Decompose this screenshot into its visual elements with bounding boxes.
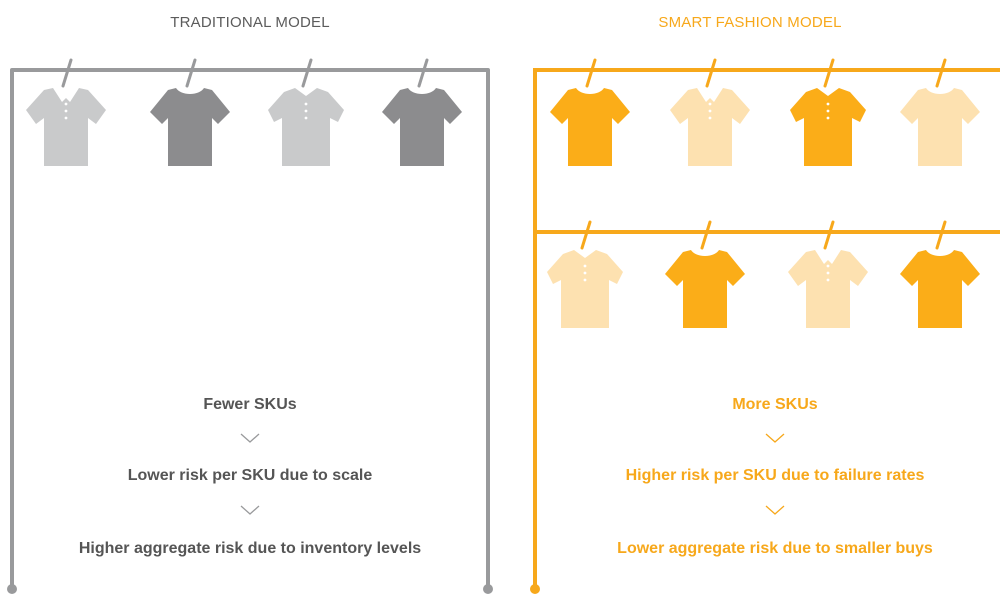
smart-step-2: Higher risk per SKU due to failure rates	[625, 467, 925, 484]
button-dot	[826, 264, 830, 268]
hanger	[301, 58, 313, 88]
button-dot	[64, 116, 68, 120]
traditional-rack	[7, 68, 493, 594]
tshirt-icon	[665, 250, 745, 328]
button-dot	[826, 116, 830, 120]
smart-garment-row1-shirt-3	[790, 58, 866, 166]
smart-fashion-rack	[530, 68, 1000, 594]
tshirt-icon	[900, 88, 980, 166]
button-dot	[708, 116, 712, 120]
smart-garment-row2-shirt-1	[547, 220, 623, 328]
hanger	[705, 58, 717, 88]
smart-step-3: Lower aggregate risk due to smaller buys	[617, 540, 933, 557]
smart-garment-row2-polo-3	[788, 220, 868, 328]
tshirt-icon	[382, 88, 462, 166]
polo-icon	[26, 88, 106, 166]
smart-fashion-model-title: SMART FASHION MODEL	[658, 14, 842, 31]
hanger	[417, 58, 429, 88]
tshirt-icon	[900, 250, 980, 328]
button-dot	[304, 116, 308, 120]
shirt-icon	[547, 250, 623, 328]
traditional-step-3: Higher aggregate risk due to inventory l…	[78, 540, 422, 557]
button-dot	[583, 271, 587, 275]
smart-garment-row2-tshirt-4	[900, 220, 980, 328]
button-dot	[583, 264, 587, 268]
chevron-down-icon	[765, 505, 785, 515]
button-dot	[304, 102, 308, 106]
traditional-garment-polo-1	[26, 58, 106, 166]
hanger	[585, 58, 597, 88]
tshirt-icon	[550, 88, 630, 166]
traditional-garment-shirt-3	[268, 58, 344, 166]
polo-icon	[670, 88, 750, 166]
traditional-garment-tshirt-2	[150, 58, 230, 166]
traditional-step-1: Fewer SKUs	[203, 396, 297, 413]
hanger	[823, 58, 835, 88]
chevron-down-icon	[765, 433, 785, 443]
smart-garment-row1-tshirt-1	[550, 58, 630, 166]
polo-icon	[788, 250, 868, 328]
button-dot	[826, 102, 830, 106]
hanger	[935, 220, 947, 250]
shirt-icon	[268, 88, 344, 166]
button-dot	[304, 109, 308, 113]
button-dot	[583, 278, 587, 282]
button-dot	[826, 109, 830, 113]
button-dot	[64, 102, 68, 106]
smart-garment-row1-tshirt-4	[900, 58, 980, 166]
shirt-icon	[790, 88, 866, 166]
button-dot	[708, 109, 712, 113]
hanger	[580, 220, 592, 250]
hanger	[185, 58, 197, 88]
chevron-down-icon	[240, 505, 260, 515]
tshirt-icon	[150, 88, 230, 166]
chevron-down-icon	[240, 433, 260, 443]
button-dot	[708, 102, 712, 106]
button-dot	[64, 109, 68, 113]
button-dot	[826, 278, 830, 282]
traditional-garment-tshirt-4	[382, 58, 462, 166]
traditional-step-2: Lower risk per SKU due to scale	[127, 467, 373, 484]
hanger	[61, 58, 73, 88]
hanger	[935, 58, 947, 88]
hanger	[700, 220, 712, 250]
hanger	[823, 220, 835, 250]
button-dot	[826, 271, 830, 275]
smart-garment-row2-tshirt-2	[665, 220, 745, 328]
smart-garment-row1-polo-2	[670, 58, 750, 166]
traditional-model-title: TRADITIONAL MODEL	[170, 14, 330, 31]
smart-step-1: More SKUs	[732, 396, 818, 413]
